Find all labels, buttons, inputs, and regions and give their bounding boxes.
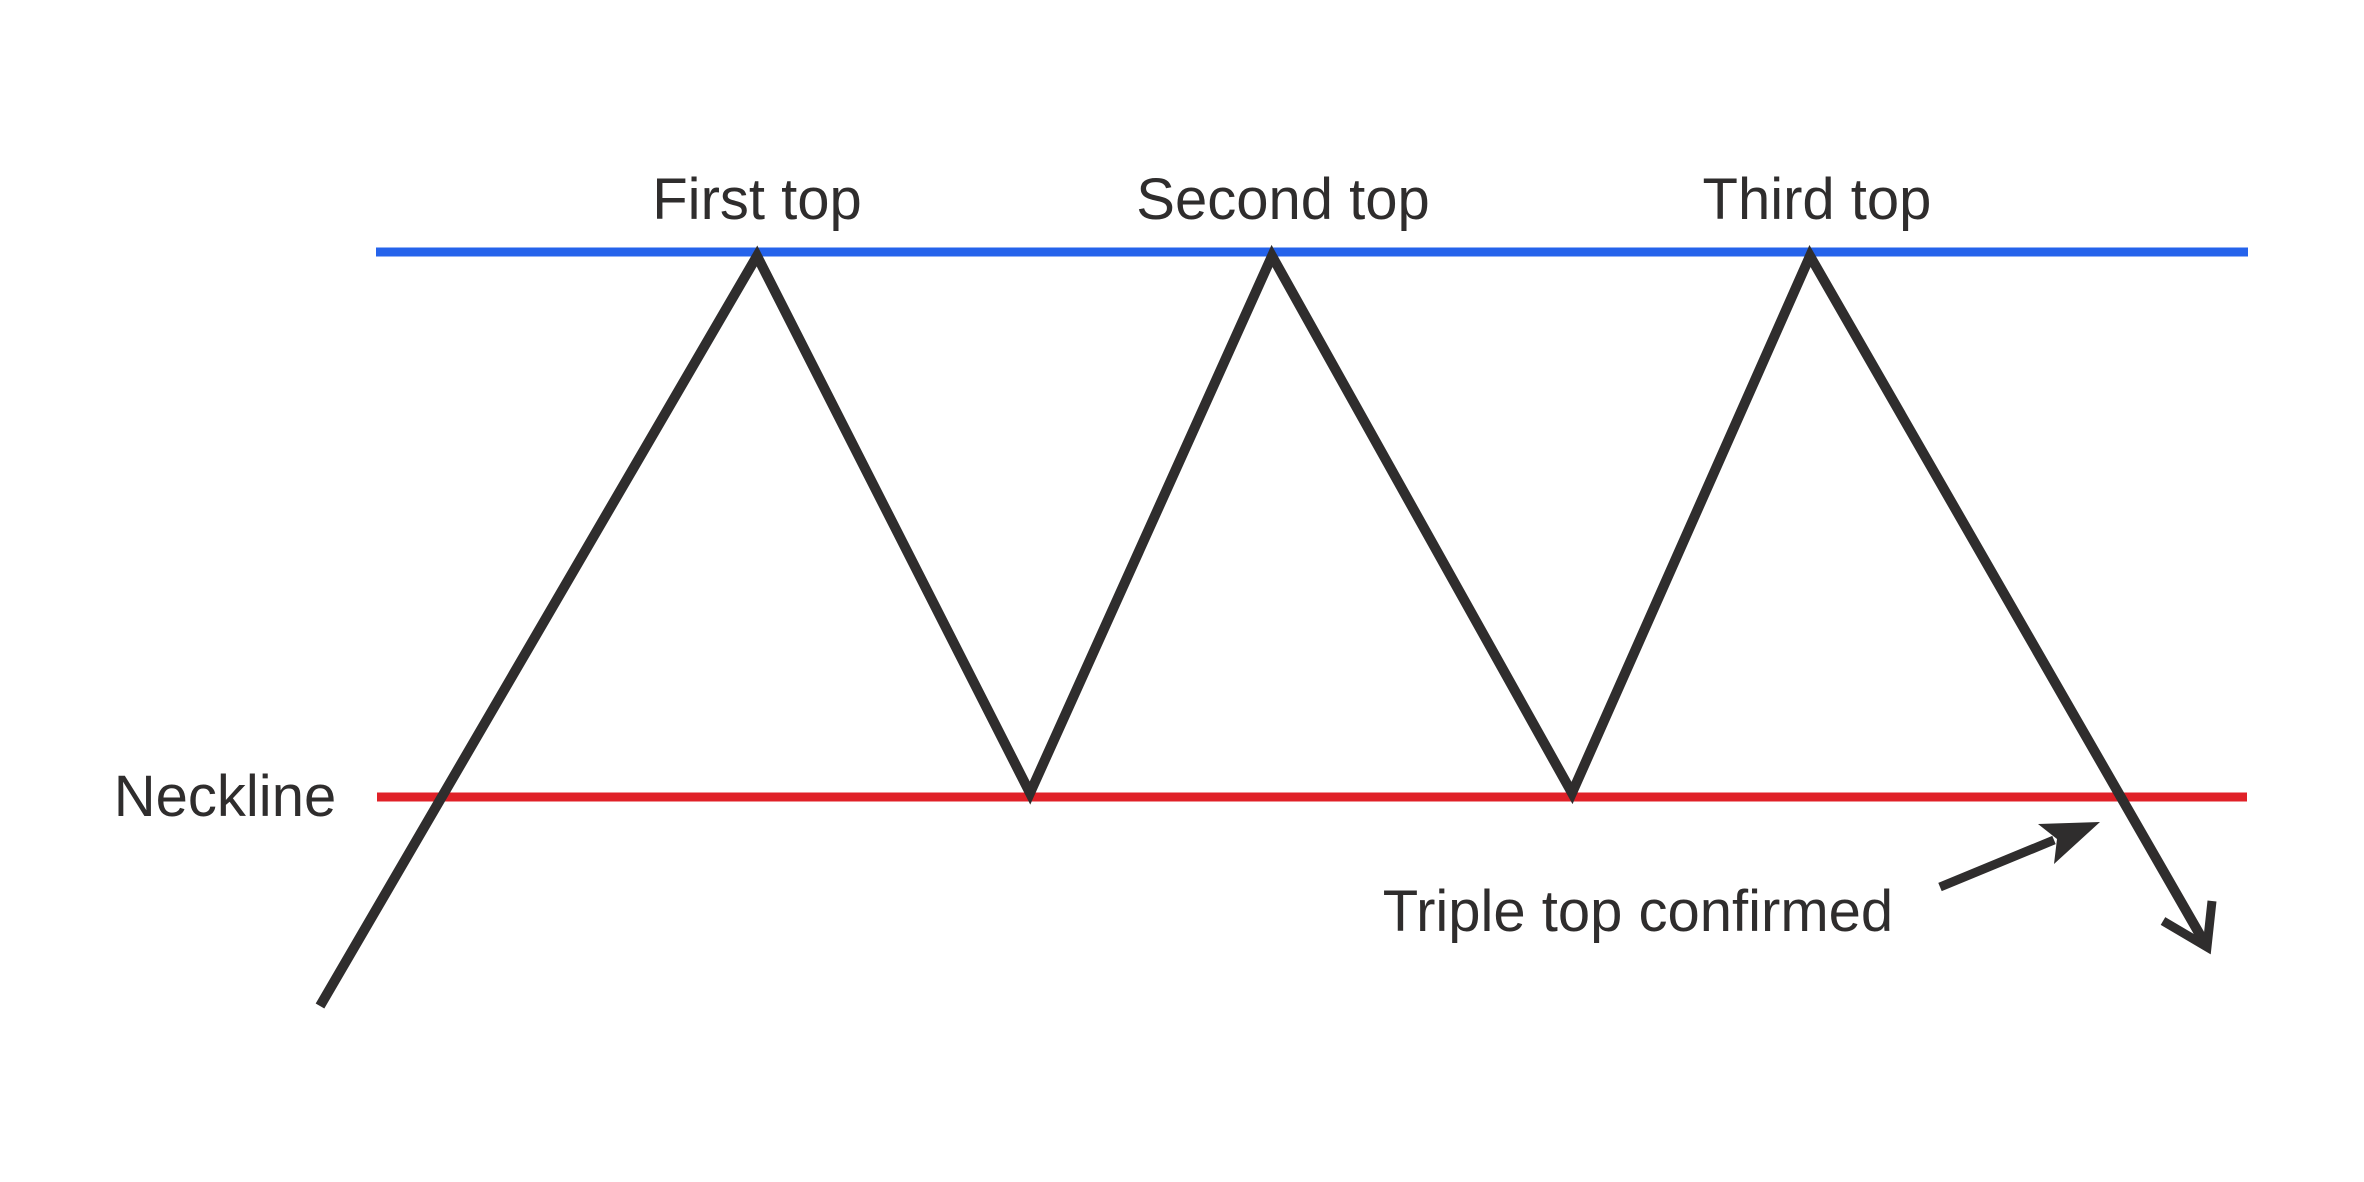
label-third-top: Third top (1703, 167, 1932, 232)
label-neckline: Neckline (114, 764, 336, 829)
confirmation-arrow-shaft (1938, 835, 2056, 892)
label-second-top: Second top (1136, 167, 1429, 232)
confirmation-arrowhead-icon (2038, 822, 2100, 864)
label-first-top: First top (652, 167, 862, 232)
price-line-arrowhead-icon (2160, 900, 2217, 955)
price-line (315, 244, 2212, 1009)
label-triple-top-confirmed: Triple top confirmed (1383, 879, 1893, 944)
